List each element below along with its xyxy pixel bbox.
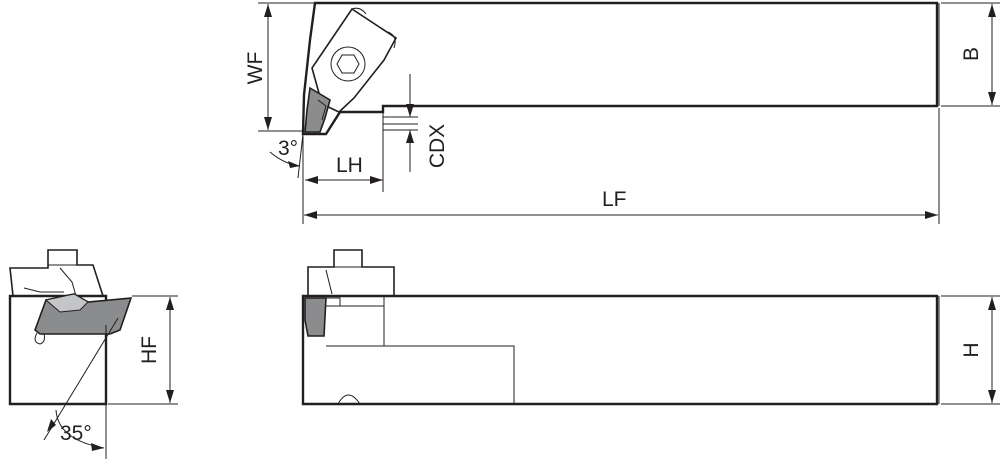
end-clamp <box>9 249 105 297</box>
b-label: B <box>960 47 983 61</box>
top-view: WF B CDX 3° LH LF <box>244 1 1000 224</box>
lh-label: LH <box>336 154 363 177</box>
top-insert <box>304 86 331 133</box>
top-shank-outline <box>301 1 939 136</box>
h-label: H <box>960 342 983 357</box>
side-insert <box>304 297 327 337</box>
angle-3-label: 3° <box>278 137 298 160</box>
hf-label: HF <box>138 336 161 364</box>
top-clamp <box>311 7 398 113</box>
angle-35-label: 35° <box>60 422 92 445</box>
cdx-label: CDX <box>426 124 449 168</box>
wf-label: WF <box>244 52 267 85</box>
side-clamp <box>307 249 395 297</box>
side-body-outline <box>301 294 939 406</box>
side-view: H <box>301 249 1000 406</box>
lf-label: LF <box>602 188 627 211</box>
end-view: HF 35° <box>8 249 178 459</box>
